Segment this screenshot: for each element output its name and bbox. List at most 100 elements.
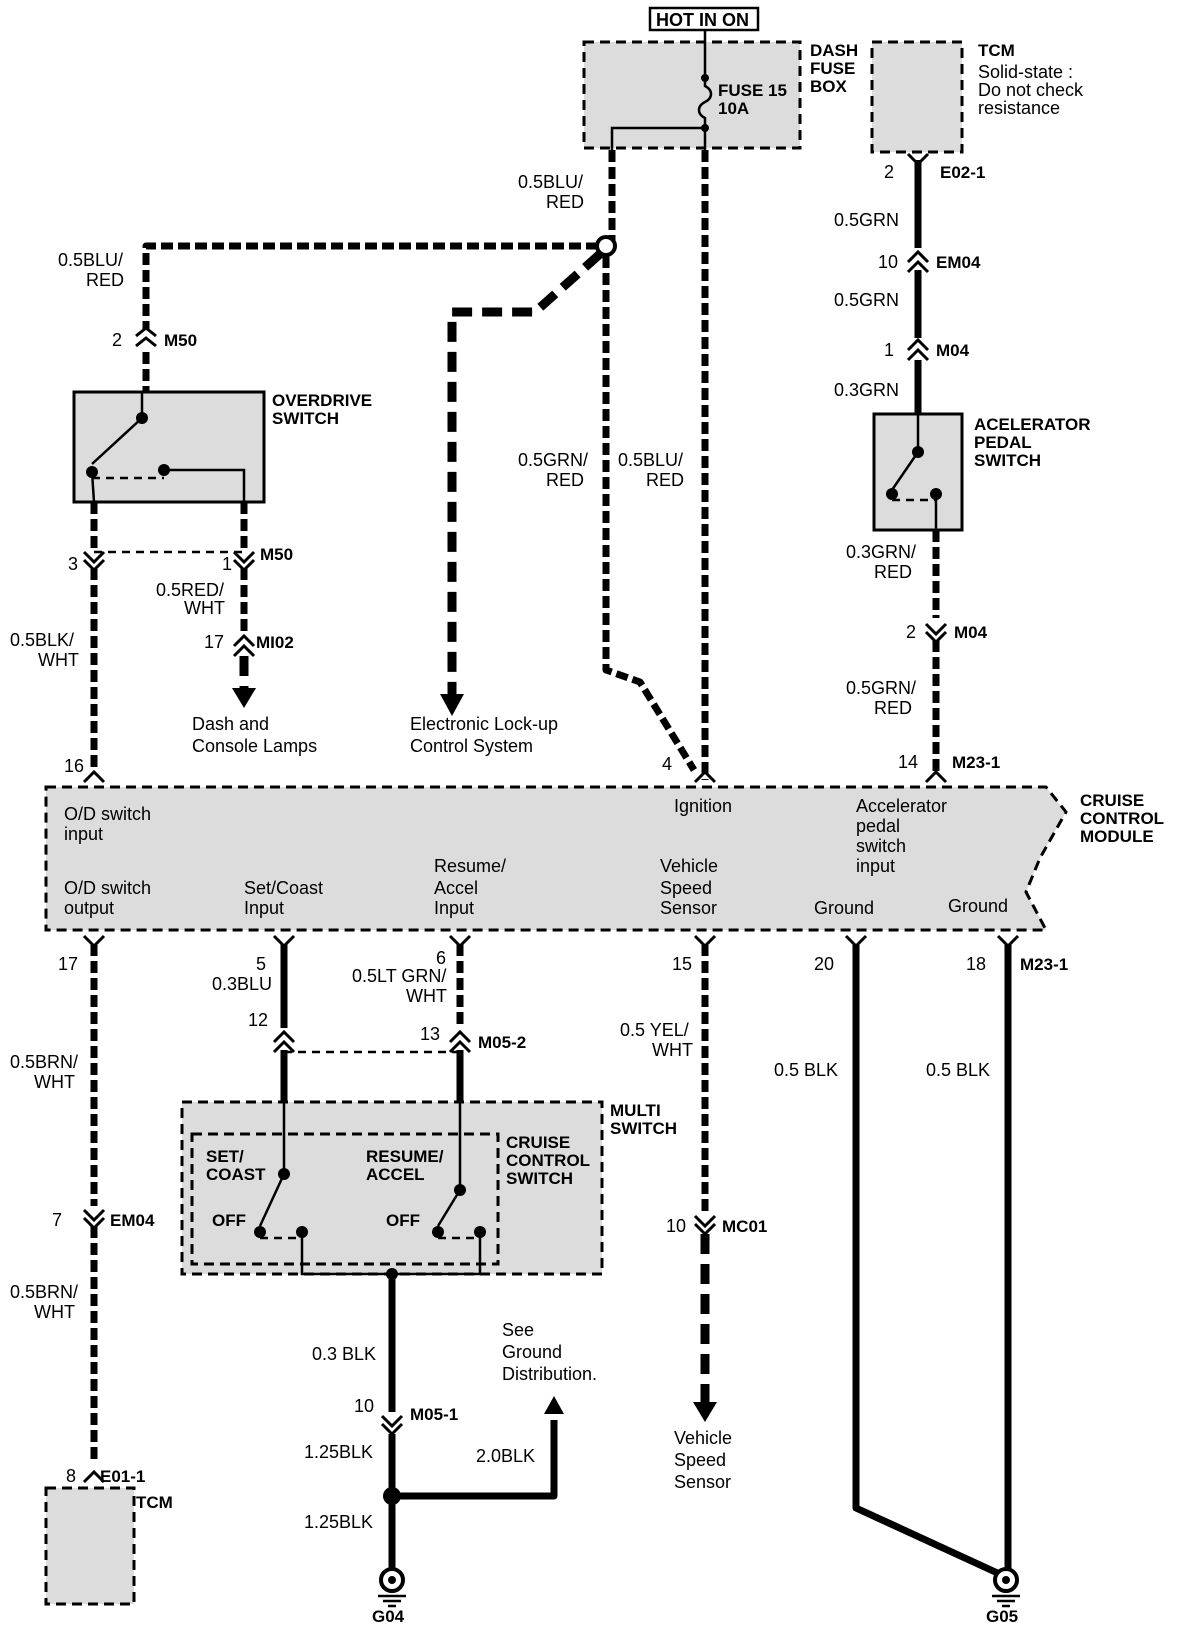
wire-label-brn-wht1-1: 0.5BRN/ — [10, 1052, 78, 1072]
pin-module-17: 17 — [58, 954, 78, 974]
cruise-switch-off-2: OFF — [386, 1211, 420, 1230]
ground-g05-label: G05 — [986, 1607, 1018, 1626]
wire-label-blu: 0.3BLU — [212, 974, 272, 994]
tcm-top-box — [870, 40, 964, 154]
wire-label-brn-wht2-2: WHT — [34, 1302, 75, 1322]
dest-electronic-lockup-2: Control System — [410, 736, 533, 756]
wire-label-grn-red3-1: 0.5GRN/ — [846, 678, 916, 698]
connector-m50-top — [135, 326, 157, 348]
multi-switch-label-1: MULTI — [610, 1101, 661, 1120]
wire-label-ltgrn-1: 0.5LT GRN/ — [352, 966, 446, 986]
multi-switch-label-2: SWITCH — [610, 1119, 677, 1138]
pin-m04-2: 2 — [906, 622, 916, 642]
wire-label-blk-wht-2: WHT — [38, 650, 79, 670]
connector-m50-pin3 — [82, 550, 106, 573]
module-accel-3: switch — [856, 836, 906, 856]
wire-label-brn-wht1-2: WHT — [34, 1072, 75, 1092]
module-ground-2: Ground — [948, 896, 1008, 916]
pin-m23-14: 14 — [898, 752, 918, 772]
pin-module-4: 4 — [662, 754, 672, 774]
wire-label-blk03: 0.3 BLK — [312, 1344, 376, 1364]
module-vss-3: Sensor — [660, 898, 717, 918]
pin-m04-1: 1 — [884, 340, 894, 360]
dash-fuse-box-label-3: BOX — [810, 77, 848, 96]
dest-vss-1: Vehicle — [674, 1428, 732, 1448]
connector-e01-1 — [82, 1469, 106, 1484]
cruise-switch-label-2: CONTROL — [506, 1151, 590, 1170]
cruise-module-label-3: MODULE — [1080, 827, 1154, 846]
connector-em04-bottom — [82, 1208, 106, 1231]
connector-label-m05-2: M05-2 — [478, 1033, 526, 1052]
connector-m50-pin1 — [232, 550, 256, 573]
wire-label-ltgrn-2: WHT — [406, 986, 447, 1006]
module-accel-1: Accelerator — [856, 796, 947, 816]
dest-ground-dist-3: Distribution. — [502, 1364, 597, 1384]
set-coast-blade — [258, 1173, 286, 1227]
wire-label-brn-wht2-1: 0.5BRN/ — [10, 1282, 78, 1302]
module-accel-4: input — [856, 856, 895, 876]
cruise-switch-label-3: SWITCH — [506, 1169, 573, 1188]
wire-label-red-wht-2: WHT — [184, 598, 225, 618]
fuse-internal-branch — [610, 126, 705, 150]
pin-e01-8: 8 — [66, 1466, 76, 1486]
ground-g05-icon — [992, 1567, 1020, 1608]
pin-m05-2-12: 12 — [248, 1010, 268, 1030]
set-coast-contact-off — [254, 1226, 266, 1238]
tcm-note-1: Solid-state : — [978, 62, 1073, 82]
wire-grn-red-to-ignition — [602, 256, 697, 772]
connector-label-m23a: M23-1 — [952, 753, 1000, 772]
connector-m04-bottom — [924, 622, 948, 645]
wire-label-blu-red-top-2: RED — [546, 192, 584, 212]
connector-pin6 — [448, 934, 472, 949]
connector-label-em04b: EM04 — [110, 1211, 155, 1230]
pin-mi02-17: 17 — [204, 632, 224, 652]
dest-dash-lamps-1: Dash and — [192, 714, 269, 734]
module-od-input-1: O/D switch — [64, 804, 151, 824]
wire-label-blu-red-left-1: 0.5BLU/ — [58, 250, 123, 270]
cruise-switch-resume-2: ACCEL — [366, 1165, 425, 1184]
arrow-electronic-lockup — [440, 694, 464, 716]
cruise-control-switch-box — [190, 1132, 500, 1266]
module-set-coast-2: Input — [244, 898, 284, 918]
pin-m50-2: 2 — [112, 330, 122, 350]
wire-label-blk125a: 1.25BLK — [304, 1442, 373, 1462]
fuse-name: FUSE 15 — [718, 81, 787, 100]
dest-tcm-bottom: TCM — [136, 1493, 173, 1512]
tcm-bottom-box — [44, 1486, 136, 1606]
od-switch-blade — [91, 392, 144, 465]
accel-pedal-switch-label-1: ACELERATOR — [974, 415, 1091, 434]
wire-label-grn-red2-2: RED — [874, 562, 912, 582]
overdrive-switch-box — [72, 390, 266, 504]
connector-m05-1 — [380, 1414, 404, 1437]
wire-label-blk-wht-1: 0.5BLK/ — [10, 630, 74, 650]
pin-m05-1-10: 10 — [354, 1396, 374, 1416]
wire-label-grn-3: 0.3GRN — [834, 380, 899, 400]
wire-label-grn-1: 0.5GRN — [834, 210, 899, 230]
connector-label-mi02: MI02 — [256, 633, 294, 652]
dest-ground-dist-1: See — [502, 1320, 534, 1340]
module-vss-2: Speed — [660, 878, 712, 898]
cruise-switch-set-1: SET/ — [206, 1147, 244, 1166]
connector-m05-2-b — [448, 1029, 472, 1054]
wire-label-grn-2: 0.5GRN — [834, 290, 899, 310]
dest-vss-3: Sensor — [674, 1472, 731, 1492]
wire-label-grn-red2-1: 0.3GRN/ — [846, 542, 916, 562]
pedal-switch-contact-left — [886, 488, 898, 500]
dest-electronic-lockup-1: Electronic Lock-up — [410, 714, 558, 734]
module-ignition: Ignition — [674, 796, 732, 816]
overdrive-switch-label-1: OVERDRIVE — [272, 391, 372, 410]
pin-m50-1: 1 — [222, 554, 232, 574]
od-switch-left-lead — [90, 471, 96, 503]
pin-module-5: 5 — [256, 954, 266, 974]
connector-label-m50: M50 — [164, 331, 197, 350]
wire-label-red-wht-1: 0.5RED/ — [156, 580, 224, 600]
switch-common-splice — [386, 1268, 398, 1280]
wire-label-blk20: 0.5 BLK — [774, 1060, 838, 1080]
connector-m04-top — [906, 337, 930, 362]
module-od-input-2: input — [64, 824, 103, 844]
connector-em04-top — [906, 249, 930, 274]
tcm-note-3: resistance — [978, 98, 1060, 118]
connector-pin4 — [693, 769, 717, 784]
connector-label-m05-1: M05-1 — [410, 1405, 458, 1424]
